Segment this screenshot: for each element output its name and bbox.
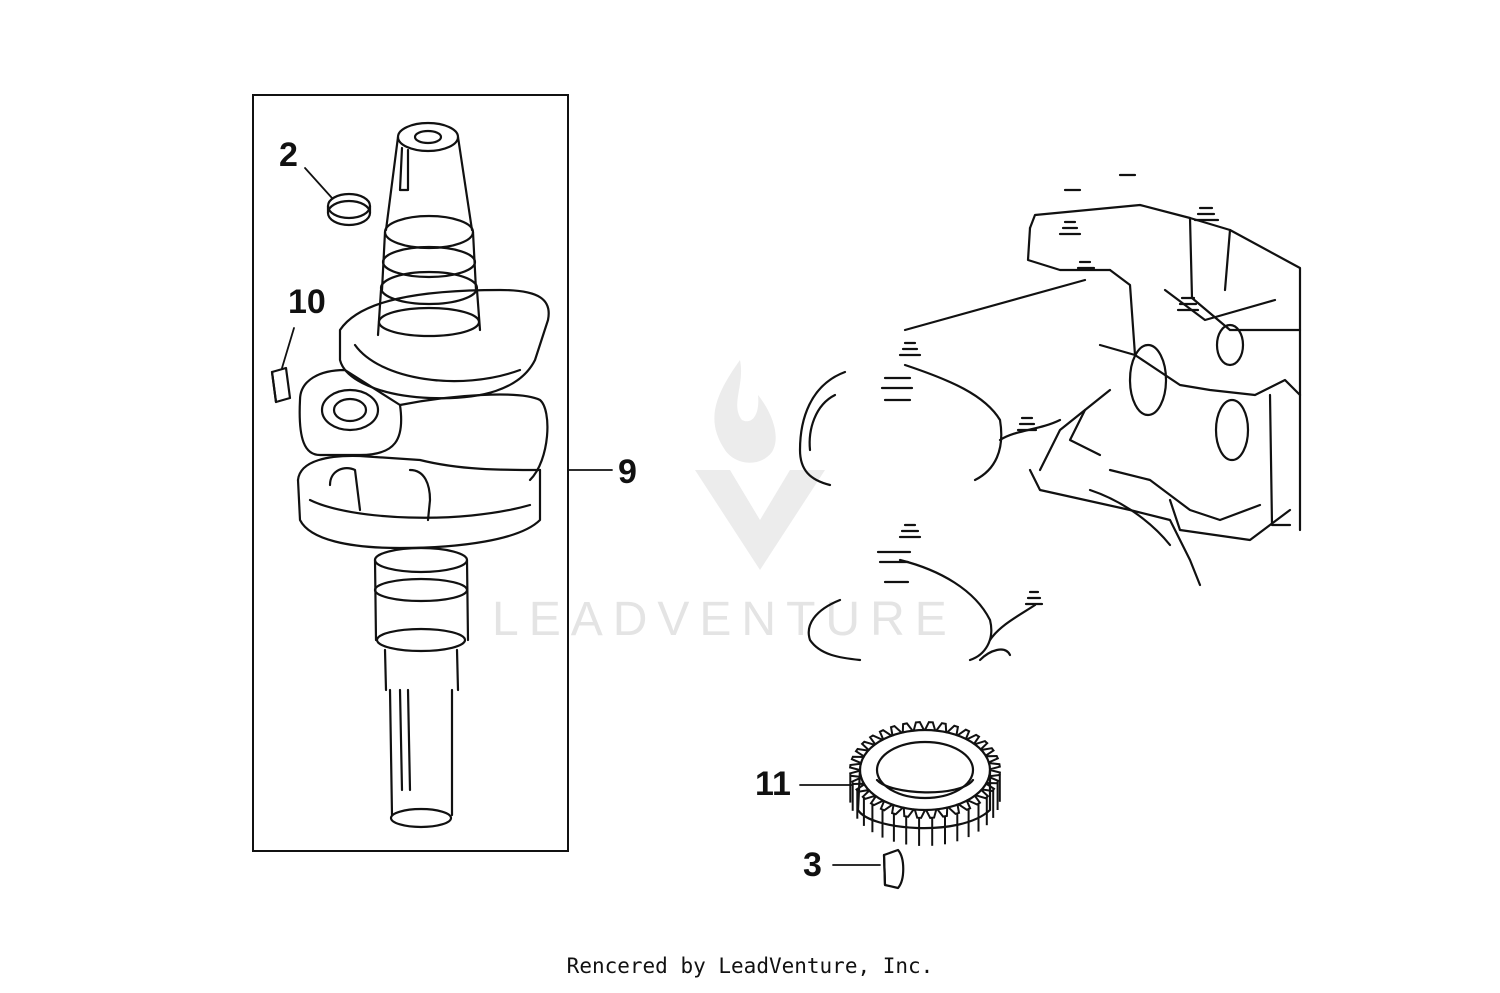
engine-block-illustration: [798, 173, 1302, 662]
watermark-logo: [695, 360, 825, 570]
gear-tooth-profile: [849, 721, 1001, 819]
callout-3[interactable]: 3: [803, 846, 822, 884]
callout-2[interactable]: 2: [279, 136, 298, 174]
footer-credit: Rencered by LeadVenture, Inc.: [566, 954, 934, 978]
key-part-3: [882, 848, 905, 890]
leader-lines: [281, 167, 881, 866]
gear-teeth: [849, 721, 1001, 846]
callout-9[interactable]: 9: [618, 453, 637, 491]
callout-11[interactable]: 11: [755, 765, 791, 803]
key-part-10: [270, 366, 292, 404]
crankshaft-illustration: [296, 121, 550, 829]
callout-10[interactable]: 10: [288, 283, 326, 321]
ring-part-2: [326, 192, 372, 227]
crankshaft-frame: [252, 94, 569, 852]
